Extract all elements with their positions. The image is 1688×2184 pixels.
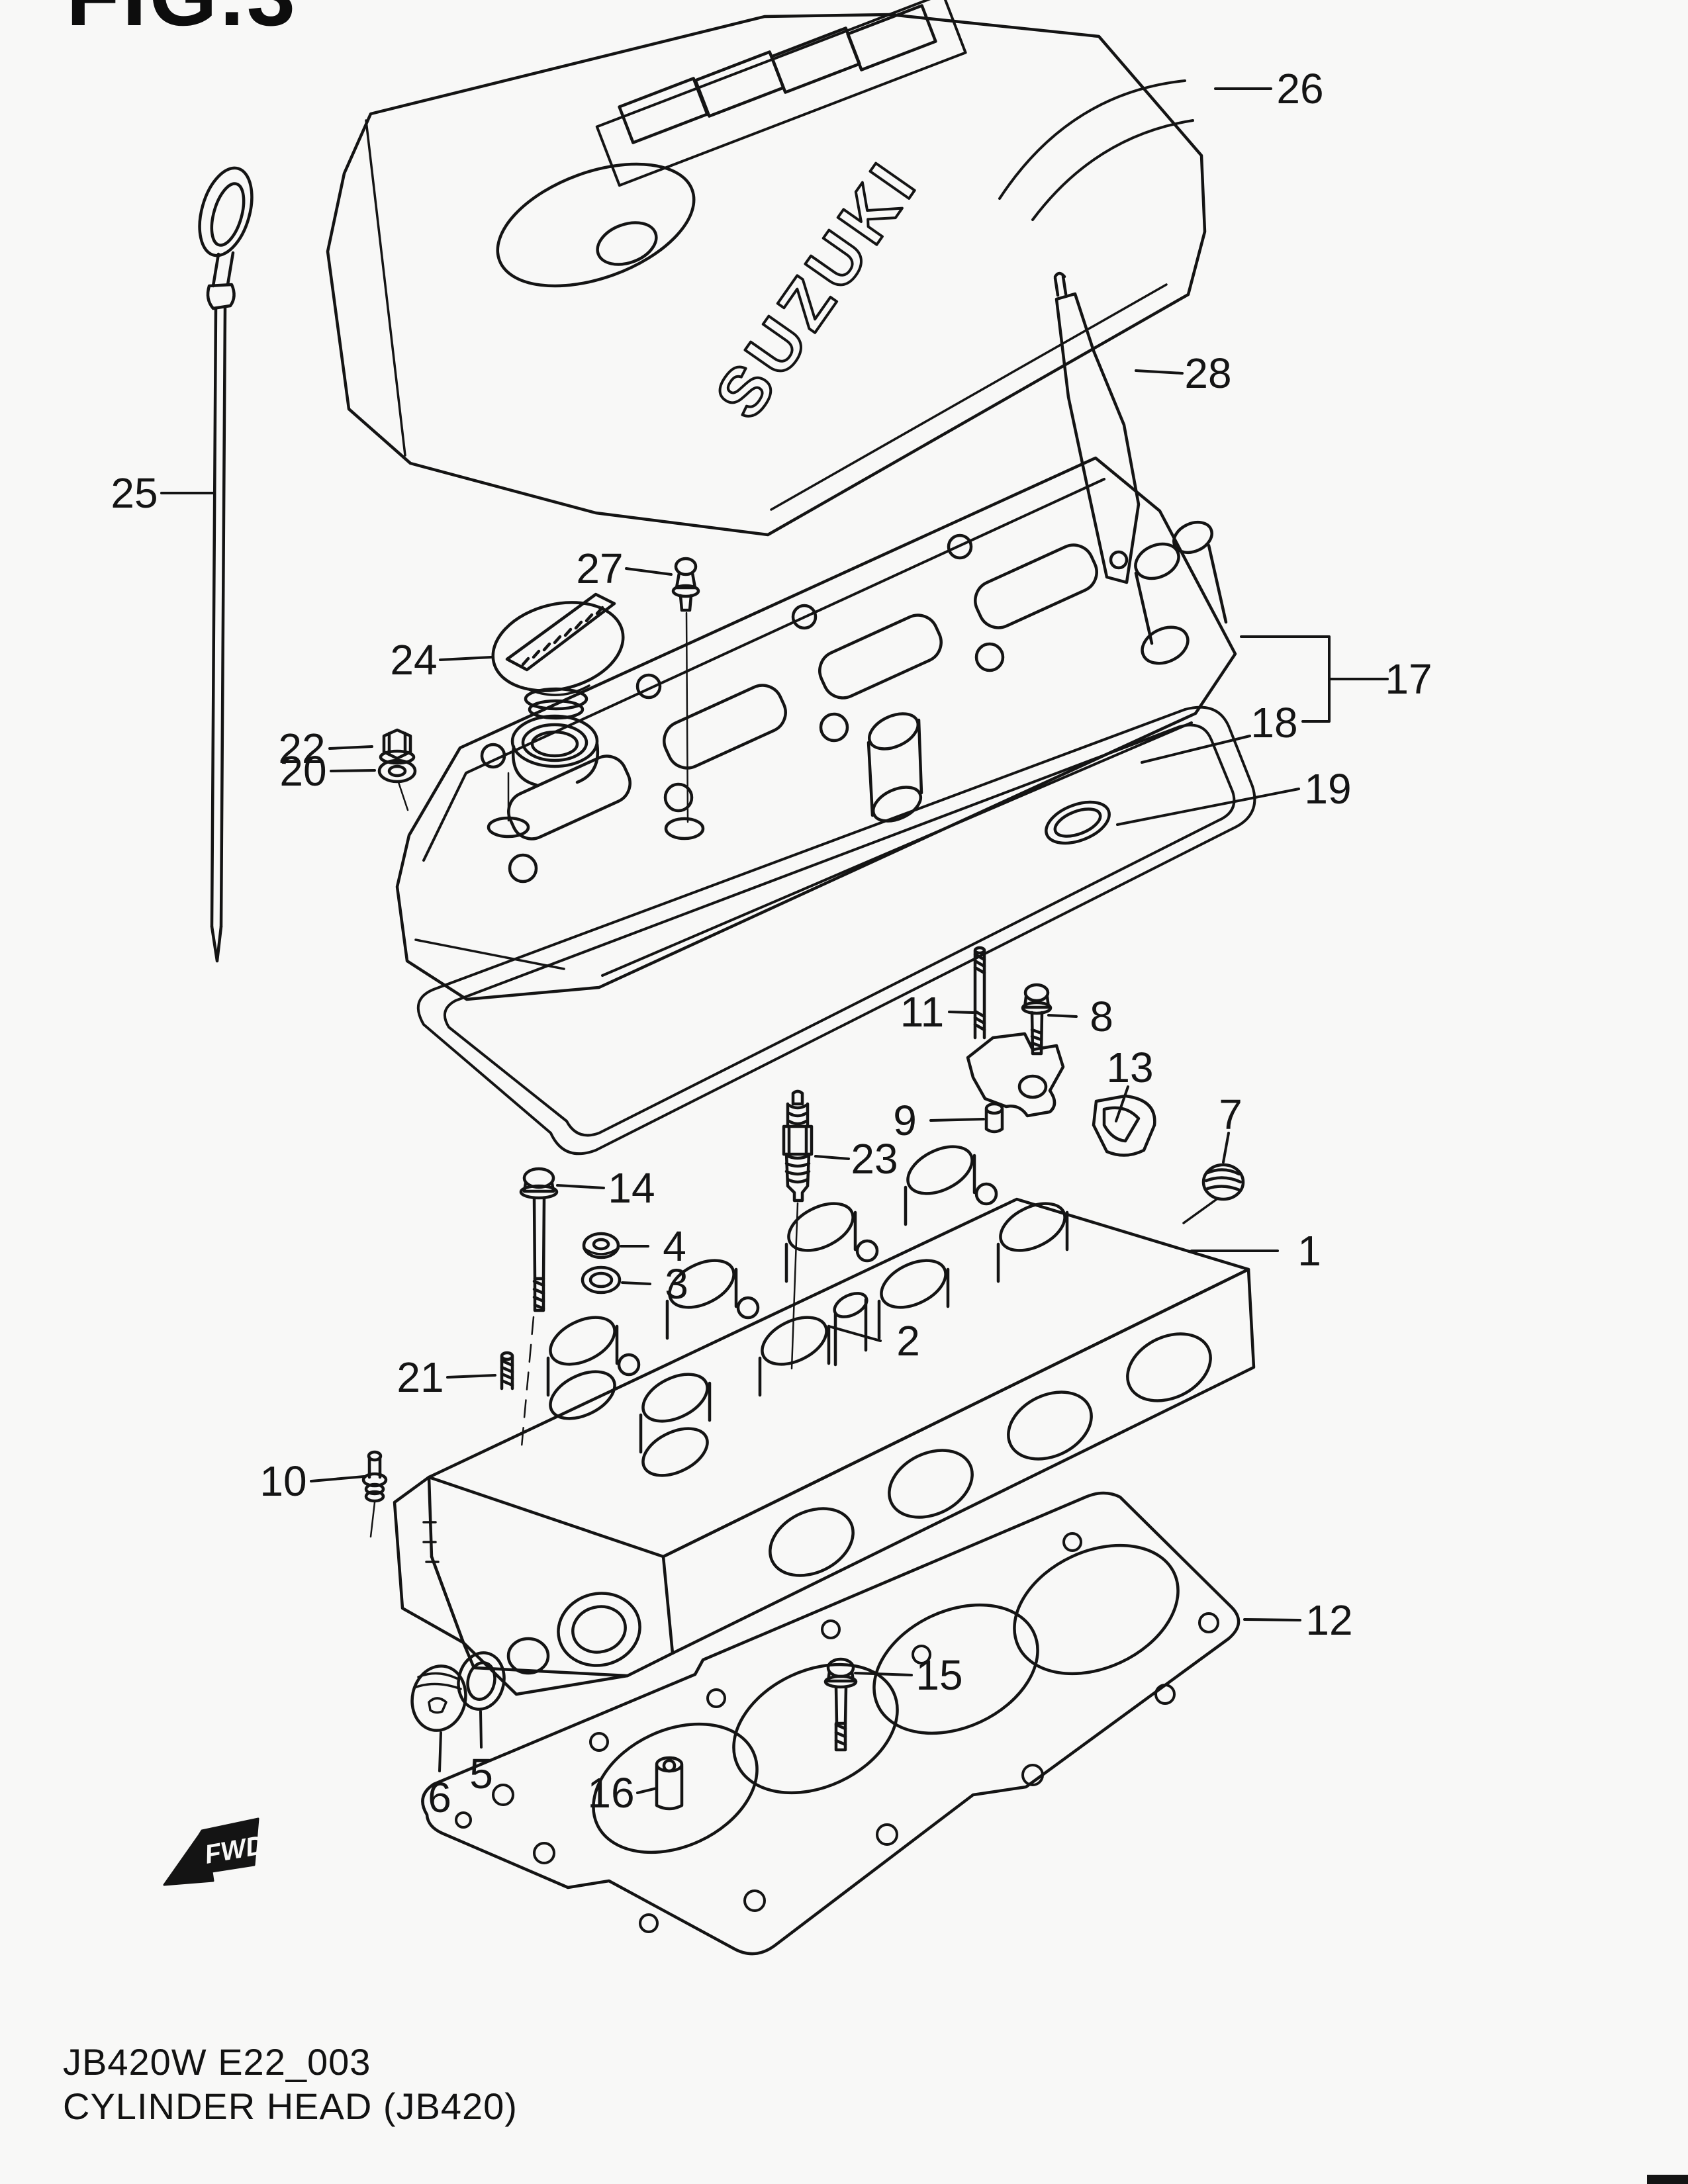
callout-label-5: 5 — [469, 1750, 493, 1797]
callout-label-9: 9 — [893, 1097, 917, 1144]
valve-cover-gasket-part — [416, 705, 1256, 1156]
head-bolt-part — [823, 1657, 858, 1752]
fwd-arrow: FWD — [163, 1817, 267, 1886]
callout-leader-7 — [1222, 1132, 1230, 1163]
cover-bracket-part — [1053, 271, 1141, 584]
callout-leader-20 — [330, 769, 376, 772]
callout-leader-14 — [556, 1184, 605, 1189]
valve-adjuster-part — [361, 1450, 388, 1538]
suzuki-logo-text: SUZUKI — [701, 146, 933, 432]
dowel-pin-part — [984, 1102, 1004, 1134]
oil-filler-cap-part — [491, 592, 625, 720]
callout-leader-6 — [438, 1731, 442, 1772]
head-cover-bolt-part — [519, 1167, 559, 1448]
callout-layer: 1234567891011121314151617181920212223242… — [111, 65, 1432, 1821]
callout-label-27: 27 — [576, 545, 623, 592]
callout-label-28: 28 — [1184, 349, 1231, 397]
callout-leader-22 — [328, 745, 373, 750]
callout-label-20: 20 — [279, 747, 326, 795]
callout-leader-9 — [929, 1118, 985, 1122]
page-corner-mark — [1647, 2175, 1688, 2184]
clamp-part — [1092, 1094, 1156, 1157]
locating-dowel-part — [655, 1756, 684, 1811]
cylinder-head-part — [393, 1145, 1256, 1696]
callout-label-3: 3 — [665, 1260, 688, 1308]
o-ring-seal-part — [1045, 800, 1111, 845]
spark-plug-part — [782, 1089, 814, 1370]
callout-label-7: 7 — [1219, 1091, 1243, 1138]
rubber-seal-part — [581, 1265, 622, 1295]
callout-leader-10 — [310, 1475, 365, 1482]
callout-leader-8 — [1047, 1014, 1078, 1018]
callout-label-11: 11 — [900, 988, 944, 1036]
callout-leader-11 — [948, 1011, 974, 1014]
callout-label-8: 8 — [1090, 993, 1113, 1040]
callout-label-6: 6 — [428, 1774, 451, 1821]
valve-cover-part — [395, 456, 1237, 1001]
callout-label-16: 16 — [587, 1769, 634, 1817]
callout-label-17: 17 — [1385, 655, 1432, 703]
callout-label-23: 23 — [851, 1135, 898, 1183]
sealing-cap-part — [1182, 1163, 1245, 1224]
flange-bolt-part — [1021, 983, 1053, 1056]
filler-neck — [487, 714, 600, 839]
nut-part — [379, 728, 416, 765]
engine-cover-part: SUZUKI — [326, 0, 1207, 537]
callout-label-2: 2 — [896, 1317, 920, 1365]
drawing-code-caption: JB420W E22_003 — [63, 2041, 371, 2083]
callout-label-19: 19 — [1304, 765, 1351, 813]
callout-label-21: 21 — [397, 1353, 444, 1401]
stud-bolt-part — [973, 946, 986, 1040]
callout-leader-16 — [636, 1787, 658, 1794]
callout-leader-28 — [1135, 369, 1184, 375]
callout-leader-12 — [1243, 1618, 1301, 1621]
callout-leader-13 — [1115, 1085, 1129, 1122]
callout-label-13: 13 — [1106, 1044, 1153, 1091]
camshaft-cap-piece — [966, 1032, 1065, 1118]
callout-label-15: 15 — [915, 1651, 962, 1699]
callout-label-22: 22 — [278, 725, 325, 772]
breather-bolt-part — [664, 557, 705, 841]
dipstick-part — [198, 166, 254, 963]
callout-label-4: 4 — [663, 1222, 686, 1270]
callout-leader-21 — [446, 1374, 496, 1379]
head-gasket-part — [421, 1491, 1241, 1956]
callout-label-14: 14 — [608, 1164, 655, 1212]
callout-label-25: 25 — [111, 469, 158, 517]
sealing-plug-part — [410, 1664, 467, 1732]
callout-leader-18 — [1141, 735, 1251, 764]
callout-label-12: 12 — [1305, 1596, 1352, 1644]
callout-leader-15 — [854, 1672, 913, 1676]
washer-part — [377, 758, 417, 811]
callout-leader-23 — [814, 1155, 850, 1160]
callout-leader-19 — [1116, 788, 1300, 826]
bolt-washer-part — [582, 1232, 620, 1259]
figure-number-label: FIG.3 — [66, 0, 298, 44]
callout-leader-3 — [621, 1281, 651, 1285]
callout-label-10: 10 — [259, 1457, 306, 1505]
callout-label-26: 26 — [1276, 65, 1323, 113]
callout-leader-27 — [625, 567, 673, 576]
callout-label-24: 24 — [390, 636, 437, 684]
callout-label-18: 18 — [1250, 699, 1297, 747]
callout-leader-24 — [439, 656, 492, 661]
callout-leader-2 — [827, 1325, 882, 1342]
figure-title-caption: CYLINDER HEAD (JB420) — [63, 2085, 518, 2127]
short-stud-part — [500, 1351, 514, 1390]
callout-label-1: 1 — [1297, 1227, 1321, 1275]
